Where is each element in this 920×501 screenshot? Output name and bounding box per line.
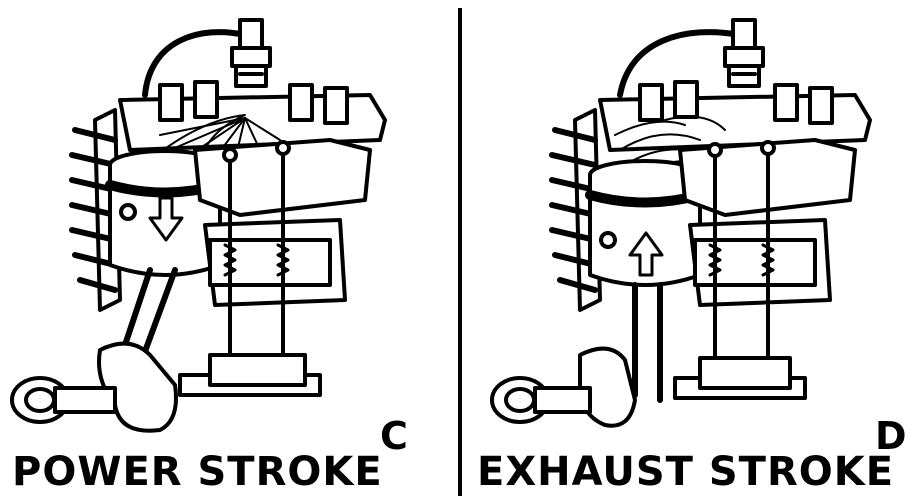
cylinder-head (120, 82, 385, 150)
valve-assembly (680, 140, 855, 388)
power-stroke-panel: C POWER STROKE (0, 0, 455, 501)
spark-plug (232, 20, 270, 86)
exhaust-stroke-engine-drawing (465, 0, 920, 440)
panel-letter: C (380, 414, 408, 458)
spark-plug (725, 20, 763, 86)
valve-assembly (195, 140, 370, 385)
panel-divider (458, 8, 462, 496)
power-stroke-engine-drawing (0, 0, 455, 440)
panel-caption: EXHAUST STROKE (477, 449, 894, 495)
exhaust-stroke-panel: D EXHAUST STROKE (465, 0, 920, 501)
connecting-rod (635, 285, 660, 400)
panel-caption: POWER STROKE (12, 449, 383, 495)
